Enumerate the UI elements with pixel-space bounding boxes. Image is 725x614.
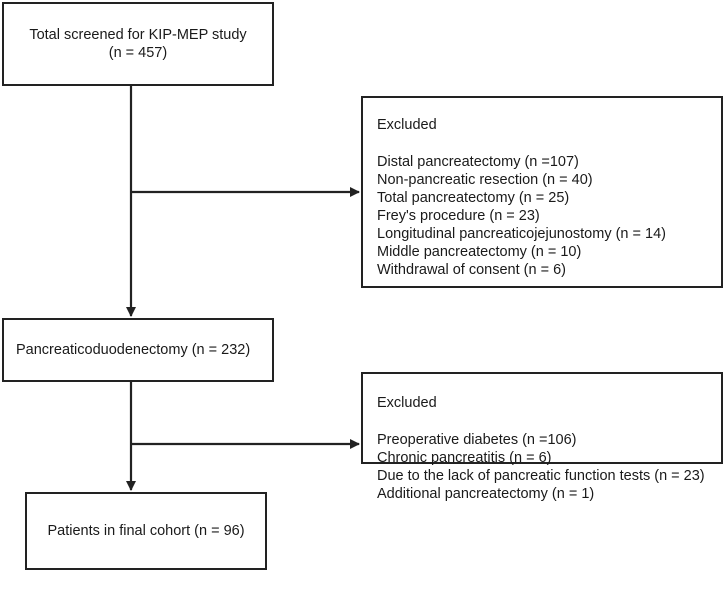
exclusion1-reason: Total pancreatectomy (n = 25) [377,190,570,206]
exclusion2-reason: Due to the lack of pancreatic function t… [377,468,705,484]
final-cohort-box: Patients in final cohort (n = 96) [25,492,267,570]
exclusion2-reason: Chronic pancreatitis (n = 6) [377,450,552,466]
pancreaticoduodenectomy-label: Pancreaticoduodenectomy (n = 232) [16,342,251,358]
exclusion1-reasons: Distal pancreatectomy (n =107) Non-pancr… [377,153,721,279]
screened-box: Total screened for KIP-MEP study (n = 45… [2,2,274,86]
exclusion1-reason: Distal pancreatectomy (n =107) [377,154,579,170]
pancreaticoduodenectomy-box: Pancreaticoduodenectomy (n = 232) [2,318,274,382]
exclusion1-reason: Non-pancreatic resection (n = 40) [377,172,593,188]
final-cohort-label: Patients in final cohort (n = 96) [47,523,245,539]
exclusion1-box: Excluded Distal pancreatectomy (n =107) … [361,96,723,288]
exclusion2-heading: Excluded [377,395,437,411]
exclusion1-reason: Withdrawal of consent (n = 6) [377,262,566,278]
exclusion1-reason: Middle pancreatectomy (n = 10) [377,244,582,260]
screened-title: Total screened for KIP-MEP study [29,27,247,43]
exclusion2-box: Excluded Preoperative diabetes (n =106) … [361,372,723,502]
exclusion2-reasons: Preoperative diabetes (n =106) Chronic p… [377,431,721,503]
exclusion1-reason: Frey's procedure (n = 23) [377,208,540,224]
exclusion2-reason: Additional pancreatectomy (n = 1) [377,486,595,502]
exclusion2-reason: Preoperative diabetes (n =106) [377,432,577,448]
exclusion1-reason: Longitudinal pancreaticojejunostomy (n =… [377,226,666,242]
exclusion1-heading: Excluded [377,117,437,133]
screened-count: (n = 457) [108,45,168,61]
